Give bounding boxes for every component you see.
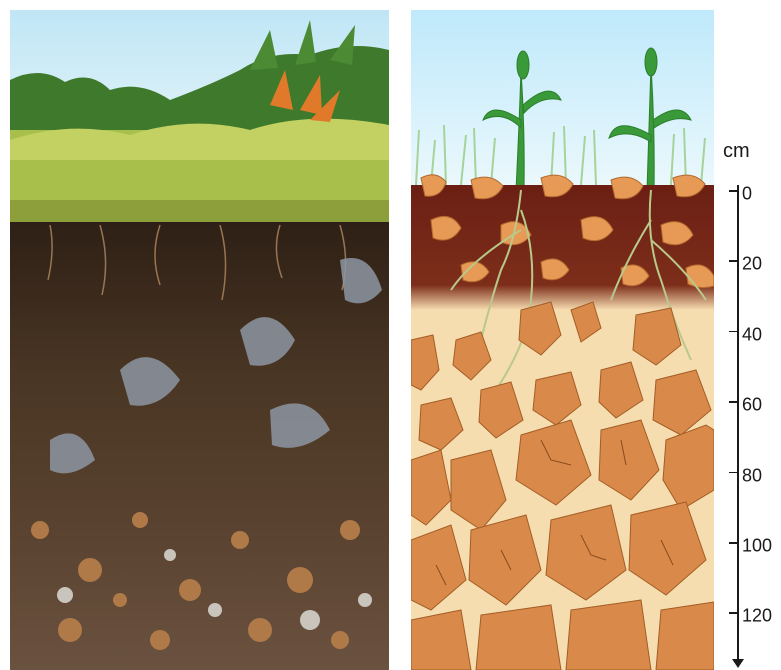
depth-tick-label: 120 bbox=[742, 605, 773, 626]
depth-tick-mark bbox=[729, 330, 738, 333]
depth-scale: cm 0 20 40 60 80 100 120 bbox=[715, 140, 781, 670]
depth-tick-mark bbox=[729, 260, 738, 262]
depth-tick-mark bbox=[729, 612, 738, 614]
photo-soil-profile-icon bbox=[10, 10, 389, 670]
soil-horizon-diagram bbox=[411, 10, 714, 670]
depth-tick-label: 60 bbox=[742, 394, 763, 415]
soil-profile-photo bbox=[10, 10, 389, 670]
depth-axis-line bbox=[737, 185, 739, 663]
depth-tick-label: 80 bbox=[742, 465, 763, 486]
depth-tick-label: 20 bbox=[742, 253, 763, 274]
depth-tick-mark bbox=[729, 401, 738, 403]
depth-tick-label: 40 bbox=[742, 324, 763, 345]
depth-tick-mark bbox=[729, 471, 738, 474]
depth-unit-label: cm bbox=[723, 140, 750, 162]
depth-tick-mark bbox=[729, 542, 738, 544]
depth-tick-label: 100 bbox=[742, 535, 773, 556]
soil-horizons-illustration bbox=[411, 10, 714, 670]
depth-tick-mark bbox=[729, 190, 738, 192]
depth-tick-label: 0 bbox=[742, 183, 753, 204]
depth-axis-arrow-icon bbox=[732, 659, 744, 668]
